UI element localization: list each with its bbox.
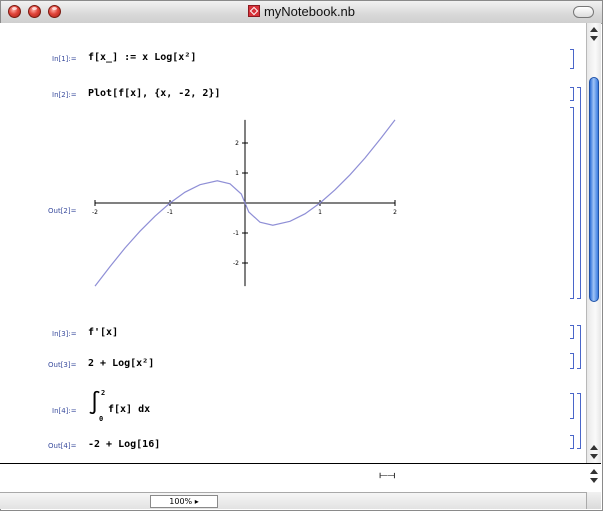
- cell-bracket[interactable]: [570, 435, 574, 449]
- close-window-button[interactable]: [8, 5, 21, 18]
- y-tick-label: 2: [235, 140, 239, 147]
- splitter-handle-icon[interactable]: ⟝⟞: [379, 470, 396, 481]
- cell-out-label: Out[3]=: [48, 361, 77, 369]
- scroll-down-arrow-icon[interactable]: [590, 454, 598, 459]
- notebook-content[interactable]: In[1]:= f[x_] := x Log[x²] In[2]:= Plot[…: [0, 23, 586, 463]
- vertical-scroll-thumb[interactable]: [589, 77, 599, 302]
- cell-in-label: In[2]:=: [52, 91, 77, 99]
- scroll-down-arrow-icon[interactable]: [590, 478, 598, 483]
- integrand: f[x] dx: [108, 404, 151, 415]
- notebook-file-icon: [247, 5, 260, 17]
- plot-curve: [94, 119, 396, 287]
- window-resize-corner[interactable]: [586, 492, 601, 509]
- y-tick-label: -1: [233, 230, 239, 237]
- group-bracket[interactable]: [577, 87, 581, 299]
- minimize-window-button[interactable]: [28, 5, 41, 18]
- horizontal-scrollbar[interactable]: 100% ▸: [0, 492, 586, 509]
- integral-lower-limit: 0: [99, 415, 104, 423]
- scroll-up-arrow-icon[interactable]: [590, 469, 598, 474]
- cell-input[interactable]: f'[x]: [88, 327, 119, 338]
- cell-in-label: In[3]:=: [52, 330, 77, 338]
- window-title-text: myNotebook.nb: [263, 4, 356, 19]
- group-bracket[interactable]: [577, 393, 581, 449]
- cell-out-label: Out[2]=: [48, 207, 77, 215]
- toolbar-toggle-button[interactable]: [573, 6, 594, 18]
- cell-bracket[interactable]: [570, 49, 574, 69]
- title-bar[interactable]: myNotebook.nb: [1, 1, 602, 24]
- x-tick-label: -1: [167, 209, 173, 216]
- x-tick-label: -2: [92, 209, 98, 216]
- cell-bracket[interactable]: [570, 107, 574, 299]
- scroll-down-arrow-icon[interactable]: [590, 36, 598, 41]
- scroll-up-arrow-icon[interactable]: [590, 27, 598, 32]
- scroll-up-arrow-icon[interactable]: [590, 445, 598, 450]
- integral-upper-limit: 2: [101, 389, 106, 397]
- cell-input[interactable]: f[x_] := x Log[x²]: [88, 52, 197, 63]
- y-tick-label: -2: [233, 260, 239, 267]
- cell-out-label: Out[4]=: [48, 442, 77, 450]
- cell-bracket[interactable]: [570, 393, 574, 419]
- zoom-popup[interactable]: 100% ▸: [150, 495, 218, 508]
- plot-output: -2 -1 1 2 -2 -1 1 2: [92, 119, 397, 287]
- cell-bracket[interactable]: [570, 325, 574, 339]
- zoom-value: 100%: [169, 497, 193, 506]
- integral-sign: ∫: [88, 391, 102, 416]
- cell-in-label: In[1]:=: [52, 55, 77, 63]
- x-tick-label: 1: [318, 209, 322, 216]
- integral-input[interactable]: ∫ 2 0 f[x] dx: [88, 389, 198, 423]
- plot-ticks: -2 -1 1 2 -2 -1 1 2: [92, 140, 397, 267]
- cell-output: -2 + Log[16]: [88, 439, 161, 450]
- cell-input[interactable]: Plot[f[x], {x, -2, 2}]: [88, 88, 221, 99]
- cell-in-label: In[4]:=: [52, 407, 77, 415]
- cell-bracket[interactable]: [570, 87, 574, 101]
- cell-bracket[interactable]: [570, 353, 574, 369]
- cell-output: 2 + Log[x²]: [88, 358, 155, 369]
- vertical-scrollbar[interactable]: [586, 23, 601, 463]
- zoom-arrow-icon: ▸: [194, 497, 199, 506]
- group-bracket[interactable]: [577, 325, 581, 369]
- lower-pane[interactable]: ⟝⟞: [0, 464, 601, 492]
- y-tick-label: 1: [235, 170, 239, 177]
- x-tick-label: 2: [393, 209, 397, 216]
- window-title: myNotebook.nb: [1, 1, 602, 23]
- pane-splitter-line[interactable]: [0, 463, 601, 464]
- zoom-window-button[interactable]: [48, 5, 61, 18]
